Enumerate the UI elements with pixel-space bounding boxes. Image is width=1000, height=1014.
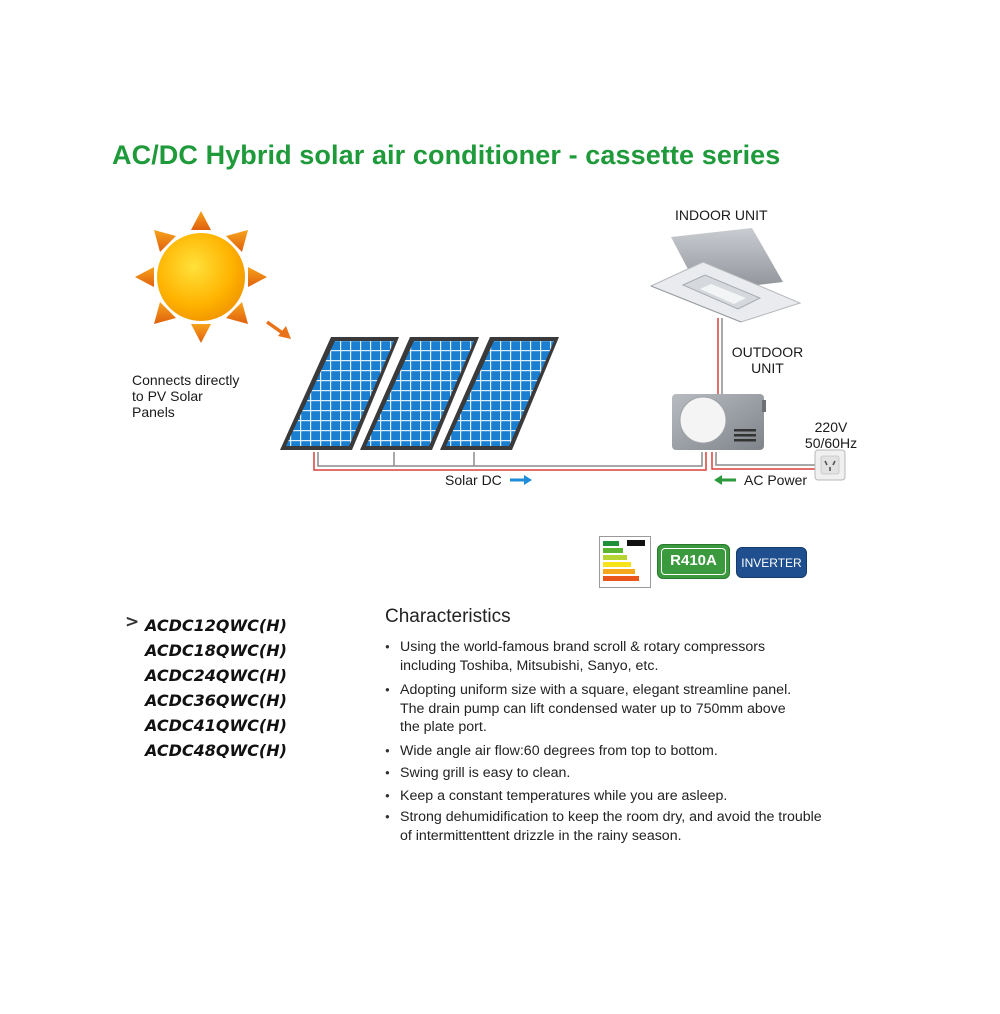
sunlight-arrow-icon: [265, 320, 291, 339]
inverter-badge-text: INVERTER: [741, 556, 802, 570]
model-name: ACDC36QWC(H): [145, 691, 287, 710]
model-item[interactable]: ACDC18QWC(H): [125, 638, 287, 663]
solar-dc-label: Solar DC: [445, 472, 502, 488]
characteristic-item: Wide angle air flow:60 degrees from top …: [385, 742, 905, 761]
characteristics-heading: Characteristics: [385, 606, 511, 627]
characteristic-item: Adopting uniform size with a square, ele…: [385, 681, 905, 737]
page-title: AC/DC Hybrid solar air conditioner - cas…: [112, 140, 781, 170]
model-list: > ACDC12QWC(H) ACDC18QWC(H) ACDC24QWC(H)…: [125, 612, 287, 763]
model-name: ACDC12QWC(H): [145, 616, 287, 635]
characteristic-item: Keep a constant temperatures while you a…: [385, 787, 905, 806]
model-name: ACDC48QWC(H): [145, 741, 287, 760]
r410a-badge: R410A: [657, 544, 730, 579]
system-diagram: [135, 211, 846, 485]
characteristics-list: Using the world-famous brand scroll & ro…: [385, 638, 905, 845]
characteristic-item: Strong dehumidification to keep the room…: [385, 808, 905, 845]
power-outlet-icon: [814, 449, 846, 481]
model-item[interactable]: ACDC24QWC(H): [125, 663, 287, 688]
pv-connection-label: Connects directly to PV Solar Panels: [132, 372, 240, 420]
model-name: ACDC41QWC(H): [145, 716, 287, 735]
solar-panel-2: [360, 337, 479, 450]
r410a-badge-text: R410A: [670, 552, 717, 569]
inverter-badge: INVERTER: [736, 547, 807, 578]
indoor-unit-image: [649, 228, 802, 323]
solar-panel-1: [280, 337, 399, 450]
indoor-unit-label: INDOOR UNIT: [675, 207, 768, 223]
ac-power-label: AC Power: [744, 472, 808, 488]
model-name: ACDC18QWC(H): [145, 641, 287, 660]
model-item[interactable]: > ACDC12QWC(H): [125, 612, 287, 638]
power-spec-label: 220V 50/60Hz: [804, 419, 858, 451]
model-name: ACDC24QWC(H): [145, 666, 287, 685]
model-item[interactable]: ACDC41QWC(H): [125, 713, 287, 738]
characteristic-item: Swing grill is easy to clean.: [385, 764, 905, 783]
solar-panel-3: [440, 337, 559, 450]
energy-label-badge: [599, 536, 651, 588]
characteristic-item: Using the world-famous brand scroll & ro…: [385, 638, 905, 675]
solar-dc-arrow-icon: [510, 475, 532, 485]
model-item[interactable]: ACDC36QWC(H): [125, 688, 287, 713]
outdoor-unit-image: [672, 394, 766, 450]
sun-icon: [135, 211, 267, 343]
ac-power-arrow-icon: [714, 475, 736, 485]
model-item[interactable]: ACDC48QWC(H): [125, 738, 287, 763]
wiring: [313, 318, 815, 471]
outdoor-unit-label: OUTDOOR UNIT: [731, 344, 804, 376]
selected-marker: >: [125, 612, 140, 632]
